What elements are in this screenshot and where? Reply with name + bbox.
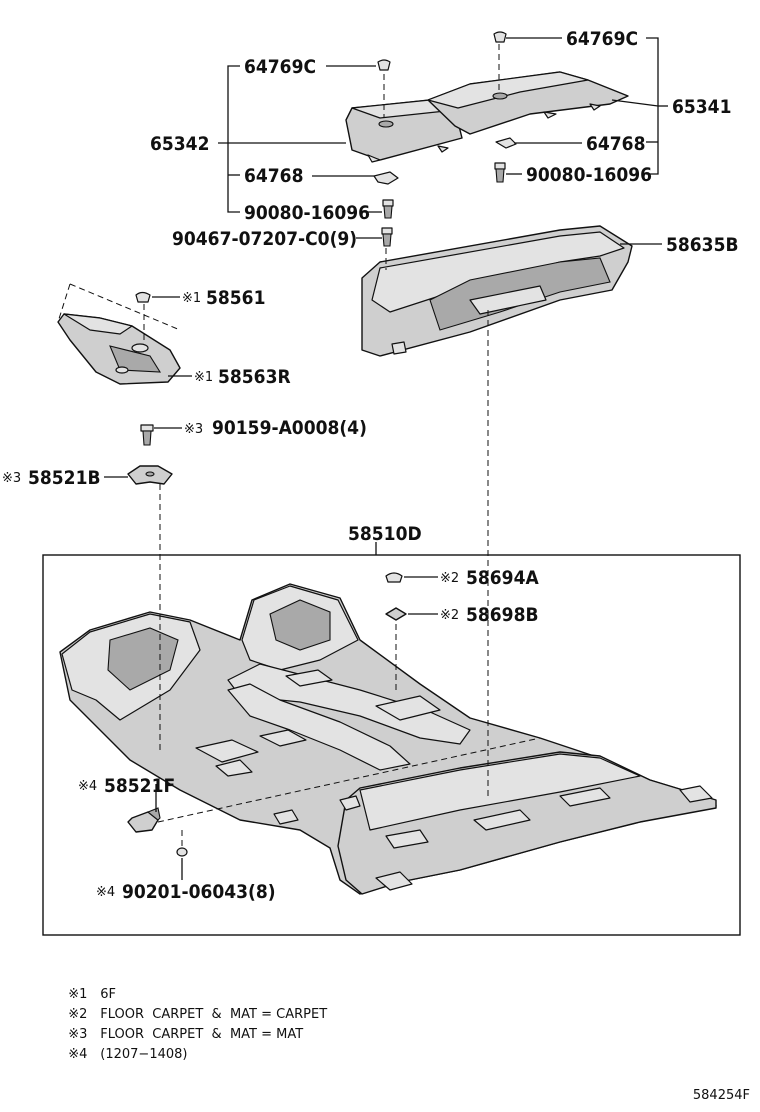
leader-lines [104,37,668,880]
clip-64769C-left-icon [377,59,391,71]
footnote-1: ※1 6F [60,972,116,1002]
mark-90201: ※4 [96,885,115,900]
cover-65341 [427,71,629,135]
clip-64769C-right-icon [493,31,507,43]
label-58698B: 58698B [466,604,539,626]
part-labels: 64769C 65341 64768 90080-16096 64769C 65… [2,28,739,903]
clip-90080-right-icon [494,162,506,183]
bracket-58521F-icon [127,807,161,833]
clip-58561-icon [135,291,151,303]
clip-90080-left-icon [382,199,394,219]
bracket-58521B-icon [127,465,173,485]
footnote-4: ※4 (1207−1408) [60,1032,187,1062]
label-64768-left: 64768 [244,165,303,187]
label-64769C-right: 64769C [566,28,638,50]
tray-58635B [361,225,633,357]
alignment-lines [57,44,541,846]
footnote-2-text: FLOOR CARPET & MAT = CARPET [100,1007,328,1022]
label-58561: 58561 [206,287,265,309]
carpet-frame [42,554,741,936]
bolt-90159-icon [140,424,154,446]
label-65341: 65341 [672,96,731,118]
footnote-4-text: (1207−1408) [100,1047,188,1062]
carpet-58510D [59,583,717,895]
label-58521F: 58521F [104,775,175,797]
nut-90201-icon [176,847,188,857]
label-58510D: 58510D [348,523,422,545]
footnote-4-mark: ※4 [68,1047,88,1062]
clip-90467-icon [381,227,393,247]
label-58521B: 58521B [28,467,101,489]
mark-58561: ※1 [182,291,201,306]
label-90080-left: 90080-16096 [244,202,370,224]
label-64769C-left: 64769C [244,56,316,78]
mark-58698B: ※2 [440,608,459,623]
footnote-2: ※2 FLOOR CARPET & MAT = CARPET [60,992,327,1022]
label-90159: 90159-A0008(4) [212,417,367,439]
mark-58521F: ※4 [78,779,97,794]
footnote-3-mark: ※3 [68,1027,88,1042]
washer-58698B-icon [385,607,407,621]
label-90201: 90201-06043(8) [122,881,276,903]
label-58694A: 58694A [466,567,539,589]
panel-58563R [57,313,181,385]
mark-58694A: ※2 [440,571,459,586]
footnote-1-mark: ※1 [68,987,88,1002]
retainer-64768-right-icon [495,137,517,149]
label-58635B: 58635B [666,234,739,256]
mark-58563R: ※1 [194,370,213,385]
clip-58694A-icon [385,572,403,583]
label-90080-right: 90080-16096 [526,164,652,186]
mark-90159: ※3 [184,422,203,437]
footnote-3-text: FLOOR CARPET & MAT = MAT [100,1027,304,1042]
label-65342: 65342 [150,133,209,155]
mark-58521B: ※3 [2,471,21,486]
footnote-3: ※3 FLOOR CARPET & MAT = MAT [60,1012,303,1042]
label-64768-right: 64768 [586,133,645,155]
label-58563R: 58563R [218,366,291,388]
retainer-64768-left-icon [373,171,399,185]
label-90467: 90467-07207-C0(9) [172,228,357,250]
footnote-1-text: 6F [100,987,117,1002]
footnote-2-mark: ※2 [68,1007,88,1022]
diagram-code: 584254F [692,1088,750,1103]
